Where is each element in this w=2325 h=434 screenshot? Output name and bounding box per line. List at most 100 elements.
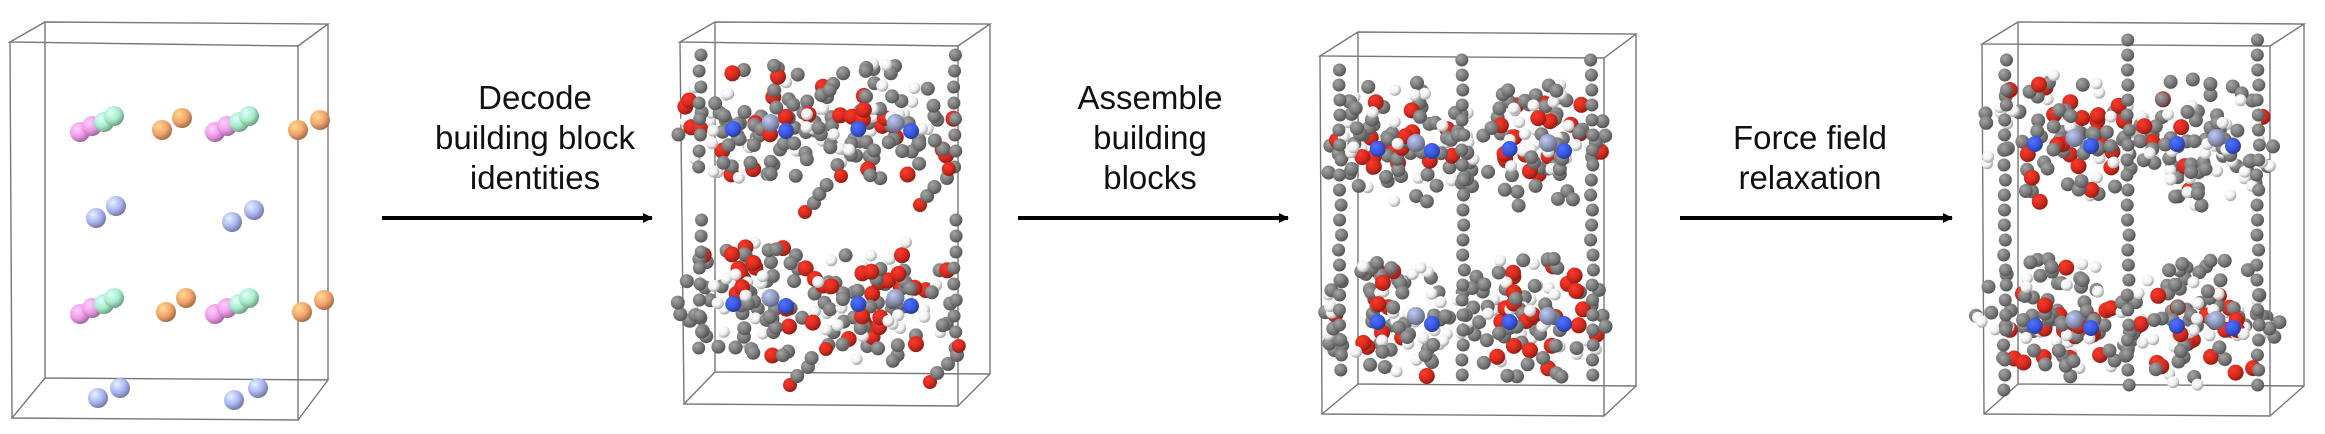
atom [770,68,786,85]
atom [2250,273,2264,287]
atom [1442,160,1457,175]
atom [2107,156,2120,169]
atom [1999,278,2013,292]
atom [788,168,803,183]
atom [819,178,834,192]
atom [693,309,707,323]
atom [693,277,707,291]
atom [1516,253,1531,268]
atom [1351,178,1366,193]
atom [918,310,931,323]
atom [2108,179,2122,194]
atom [1998,68,2012,82]
atom [694,245,708,259]
atom [2168,136,2185,152]
building-block-point [244,200,264,220]
atom [2120,198,2134,212]
atom [720,272,733,285]
atom [778,123,794,139]
atom [1520,357,1535,372]
atom [790,369,805,383]
atom [1369,141,1386,157]
atom [2224,189,2237,202]
panel-assembled-structure [1317,31,1639,417]
atom [2251,303,2265,317]
atom [1350,345,1363,358]
atom [1562,119,1575,132]
building-block-point [222,212,242,232]
atom [2136,118,2153,135]
atom [2102,343,2117,358]
atom [762,309,777,324]
atom [2225,320,2241,336]
atom [1457,263,1471,277]
building-block-point [86,208,106,228]
atom [670,295,685,310]
atom [1998,203,2011,217]
atom [800,94,815,109]
building-block-point [248,378,268,398]
atom [2194,198,2209,213]
atom [2164,164,2177,177]
atom [2076,258,2089,270]
atom [1418,87,1431,100]
atom [1417,332,1430,344]
atom [1455,53,1469,67]
atom [2090,171,2103,184]
atom [769,100,784,115]
atom [1501,314,1518,330]
atom [1518,128,1531,140]
building-block-point [152,120,172,140]
atom [1998,293,2012,307]
atom [1334,273,1348,287]
atom [711,339,726,354]
atom [1585,113,1599,127]
atom [1998,173,2012,187]
atom [761,289,780,307]
atom [1547,95,1560,108]
atom [2122,228,2136,242]
atom [1572,125,1587,140]
atom [679,274,694,289]
atom [2250,258,2264,272]
atom [1524,304,1536,317]
atom [890,338,905,353]
step-label-line: building [1093,119,1207,156]
atom [2121,138,2135,152]
atom [2164,173,2177,186]
atom [2132,316,2149,333]
atom [763,255,778,270]
atom [777,108,794,125]
atom [2272,315,2287,330]
atom [722,87,735,100]
atom [2252,138,2266,152]
atom [2060,177,2075,192]
atom [1998,128,2011,142]
atom [2213,273,2228,288]
atom [2203,77,2218,91]
unit-cell-box [1317,31,1639,417]
atom [838,248,853,263]
atom [823,278,840,295]
atom [1530,110,1547,127]
atom [2070,158,2087,175]
atom [1586,338,1600,352]
atom [2162,263,2177,278]
atom [2027,343,2041,358]
atom [783,256,798,271]
atom [707,124,720,137]
atom [1507,102,1520,115]
atom [1445,174,1458,187]
atom [1569,341,1584,356]
atom [2251,63,2265,77]
atom [1982,150,1995,163]
atom [1997,383,2011,397]
atom [2063,109,2078,124]
atom [2065,129,2084,147]
atom [2147,333,2160,346]
atom [2252,123,2265,137]
atom [941,162,956,176]
atom [786,97,801,112]
atom [1997,248,2011,262]
atom [883,252,896,265]
